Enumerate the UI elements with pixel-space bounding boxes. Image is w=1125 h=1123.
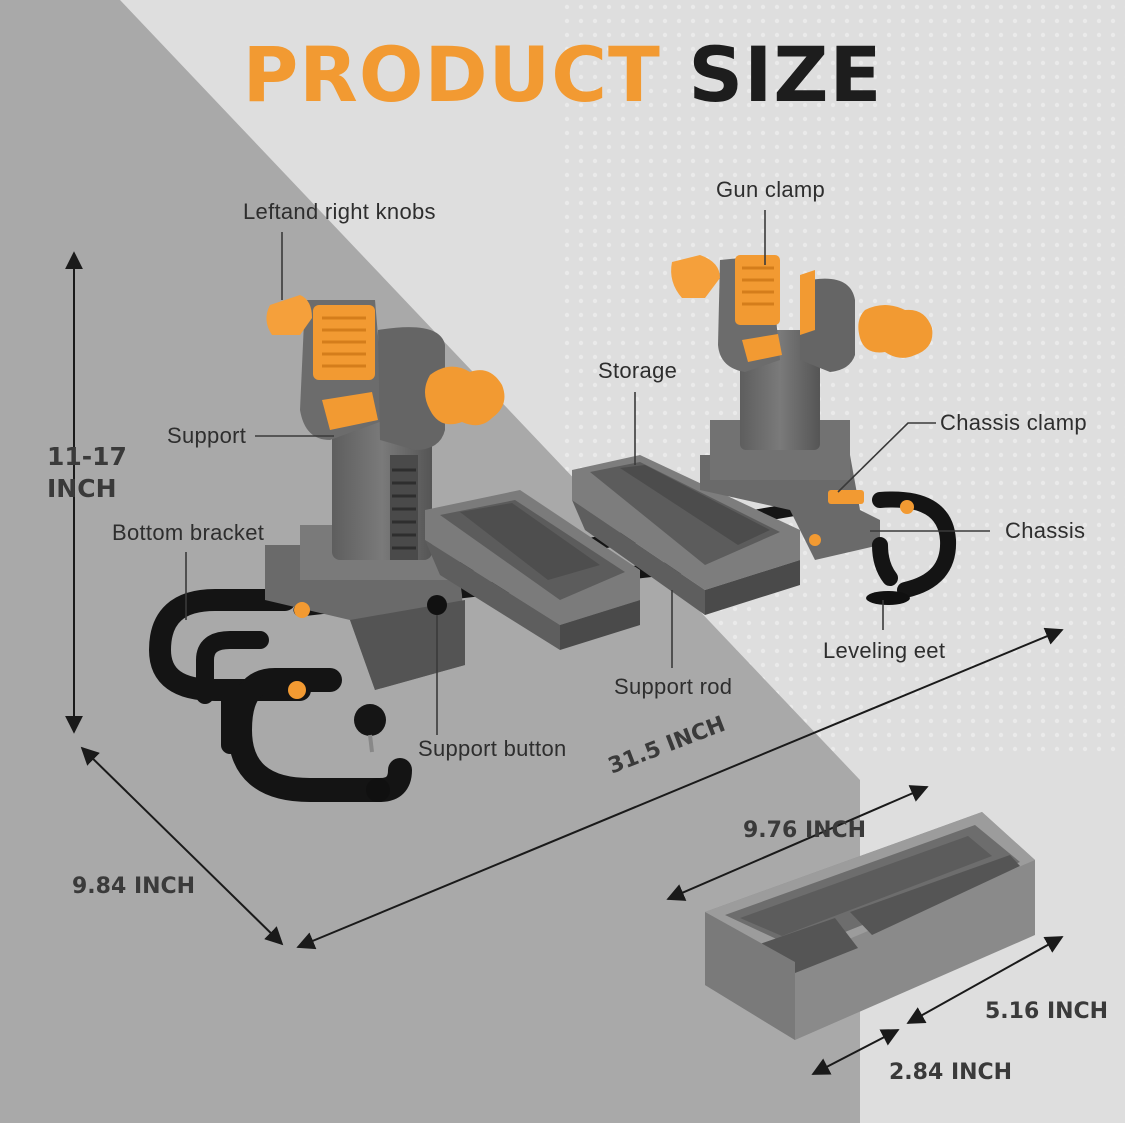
storage-tray-center (572, 455, 800, 615)
width-arrow (80, 746, 284, 946)
dimension-arrows (65, 251, 1064, 1075)
title-word-size: SIZE (688, 30, 883, 119)
leveling-feet-bracket (872, 491, 957, 598)
right-support-column (671, 255, 933, 560)
bracket-orange-cap-2 (294, 602, 310, 618)
leveling-foot (866, 591, 910, 605)
dim-height-line2: INCH (47, 474, 117, 503)
label-storage: Storage (598, 358, 678, 383)
bracket-orange-cap-3 (900, 500, 914, 514)
support-button-knob (427, 595, 447, 615)
label-knobs: Leftand right knobs (243, 199, 436, 224)
title-word-product: PRODUCT (242, 30, 661, 119)
label-bottom-bracket: Bottom bracket (112, 520, 265, 545)
bracket-orange-cap-4 (809, 534, 821, 546)
label-support-button: Support button (418, 736, 567, 761)
label-leveling-feet: Leveling eet (823, 638, 946, 663)
dim-tray-height: 2.84 INCH (889, 1060, 1013, 1085)
dim-width: 9.84 INCH (72, 874, 196, 899)
label-chassis: Chassis (1005, 518, 1086, 543)
dim-tray-width: 5.16 INCH (985, 999, 1109, 1024)
label-chassis-clamp: Chassis clamp (940, 410, 1087, 435)
tray-length-arrow (666, 785, 929, 901)
label-support: Support (167, 423, 247, 448)
label-gun-clamp: Gun clamp (716, 177, 826, 202)
page-title: PRODUCT SIZE (0, 30, 1125, 119)
dim-height-line1: 11-17 (47, 442, 127, 471)
bracket-foot (366, 778, 390, 802)
bracket-orange-cap (288, 681, 306, 699)
tray-width-arrow (906, 936, 1064, 1024)
tray-height-arrow (811, 1029, 900, 1075)
dim-tray-length: 9.76 INCH (743, 818, 867, 843)
left-support-column (266, 295, 505, 560)
label-support-rod: Support rod (614, 674, 733, 699)
